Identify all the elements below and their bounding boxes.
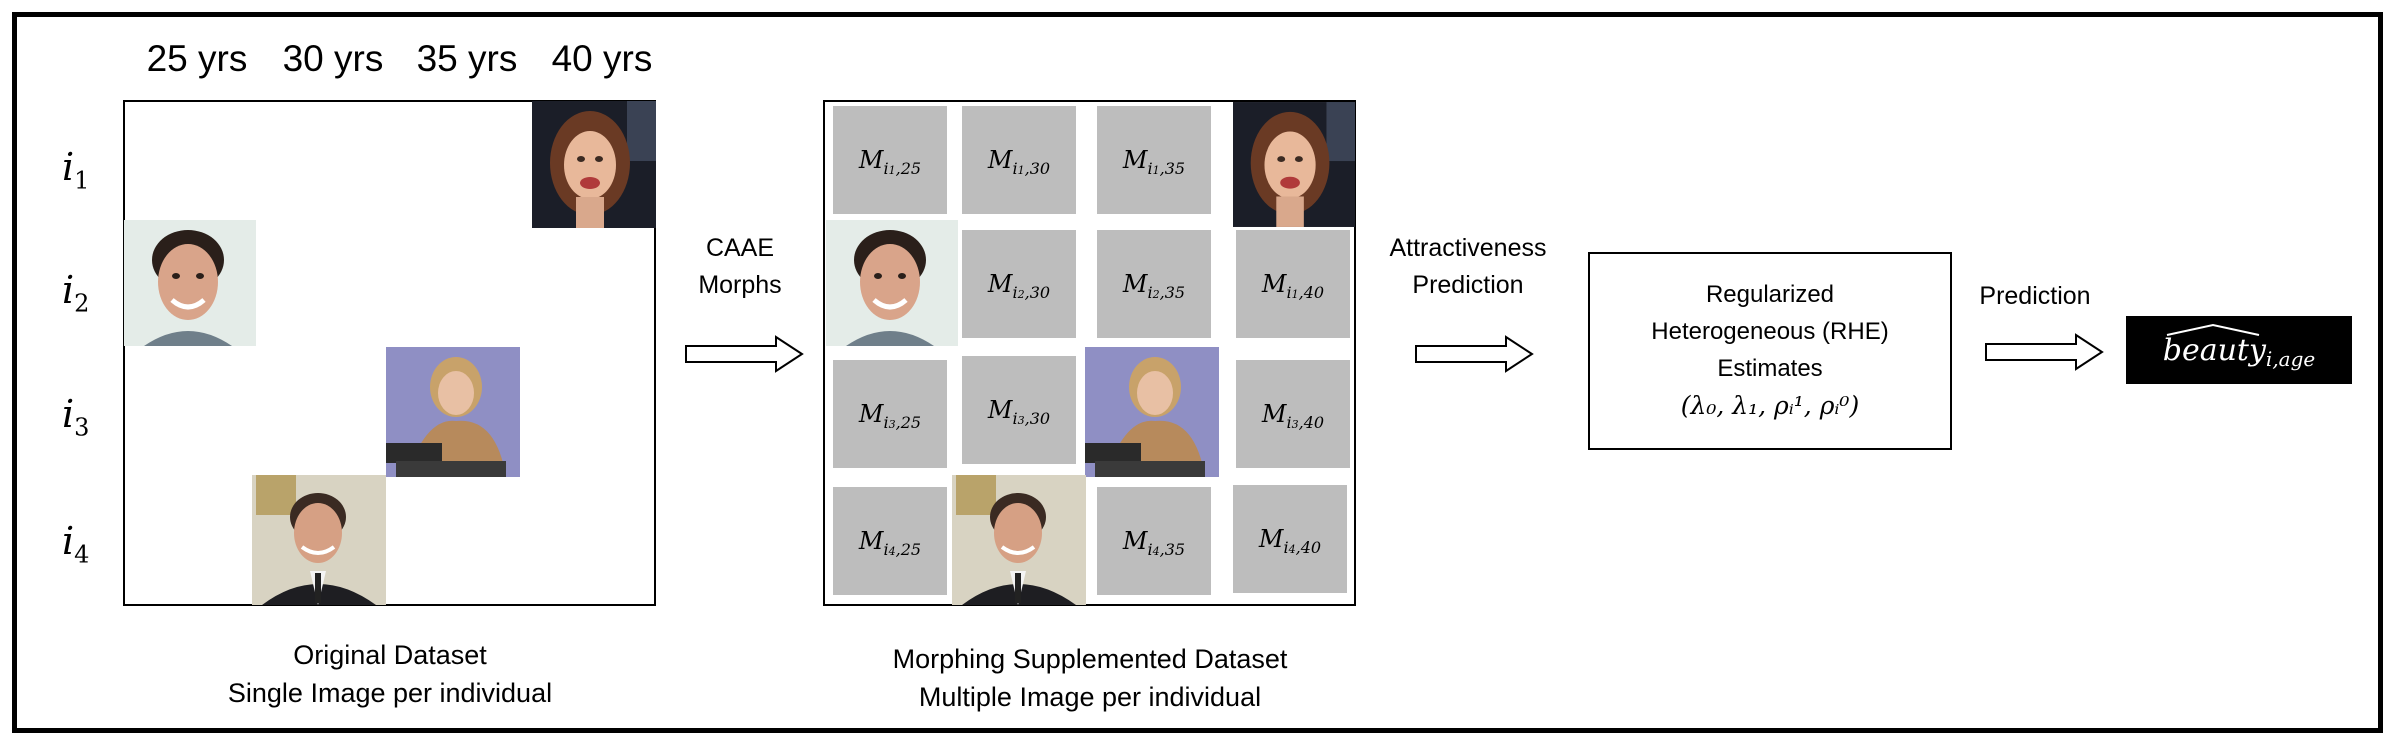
step1-line-2: Morphs (698, 271, 782, 299)
row-label-i3: i3 (62, 392, 90, 442)
row-label-i1: i1 (62, 145, 90, 195)
morph-photo-individual-4 (952, 475, 1086, 605)
photo-individual-3 (386, 347, 520, 477)
morph-caption-line-2: Multiple Image per individual (918, 682, 1262, 712)
step2-line-2: Prediction (1412, 271, 1524, 299)
morph-photo-individual-1 (1233, 102, 1355, 227)
morph-dataset-caption: Morphing Supplemented Dataset Multiple I… (840, 640, 1340, 716)
row-label-i4: i4 (62, 519, 90, 569)
rhe-line-3: Estimates (1717, 355, 1823, 382)
step-prediction-label: Prediction (1979, 282, 2091, 310)
rhe-parameters: (λ₀, λ₁, ρᵢ¹, ρᵢ⁰) (1680, 391, 1860, 420)
step1-line-1: CAAE (705, 234, 775, 262)
rhe-line-2: Heterogeneous (RHE) (1651, 318, 1889, 345)
photo-individual-2 (124, 220, 256, 346)
step-attractiveness-label: Attractiveness Prediction (1368, 230, 1568, 304)
morph-photo-individual-2 (826, 220, 958, 346)
arrow-right-icon (1985, 333, 2104, 371)
age-header-30: 30 yrs (282, 38, 384, 79)
morph-photo-individual-3 (1085, 347, 1219, 477)
original-dataset-caption: Original Dataset Single Image per indivi… (180, 636, 600, 712)
photo-individual-1 (532, 101, 656, 228)
rhe-line-1: Regularized (1705, 281, 1835, 308)
row-label-i2: i2 (62, 268, 90, 318)
diagram-frame (12, 12, 2383, 733)
age-header-25: 25 yrs (146, 38, 248, 79)
rhe-estimates-box: Regularized Heterogeneous (RHE) Estimate… (1588, 252, 1952, 450)
age-header-40: 40 yrs (551, 38, 653, 79)
original-caption-line-2: Single Image per individual (227, 678, 553, 708)
output-main: beauty (2162, 332, 2266, 368)
step2-line-1: Attractiveness (1389, 234, 1547, 262)
hat-icon (2166, 323, 2259, 336)
output-subscript: i,age (2265, 347, 2316, 371)
morph-caption-line-1: Morphing Supplemented Dataset (892, 644, 1288, 674)
step-caae-morphs-label: CAAE Morphs (670, 230, 810, 304)
predicted-beauty-output: beauty i,age (2126, 316, 2352, 384)
original-caption-line-1: Original Dataset (293, 640, 487, 670)
age-header-35: 35 yrs (416, 38, 518, 79)
photo-individual-4 (252, 475, 386, 605)
arrow-right-icon (1415, 335, 1534, 373)
arrow-right-icon (685, 335, 804, 373)
